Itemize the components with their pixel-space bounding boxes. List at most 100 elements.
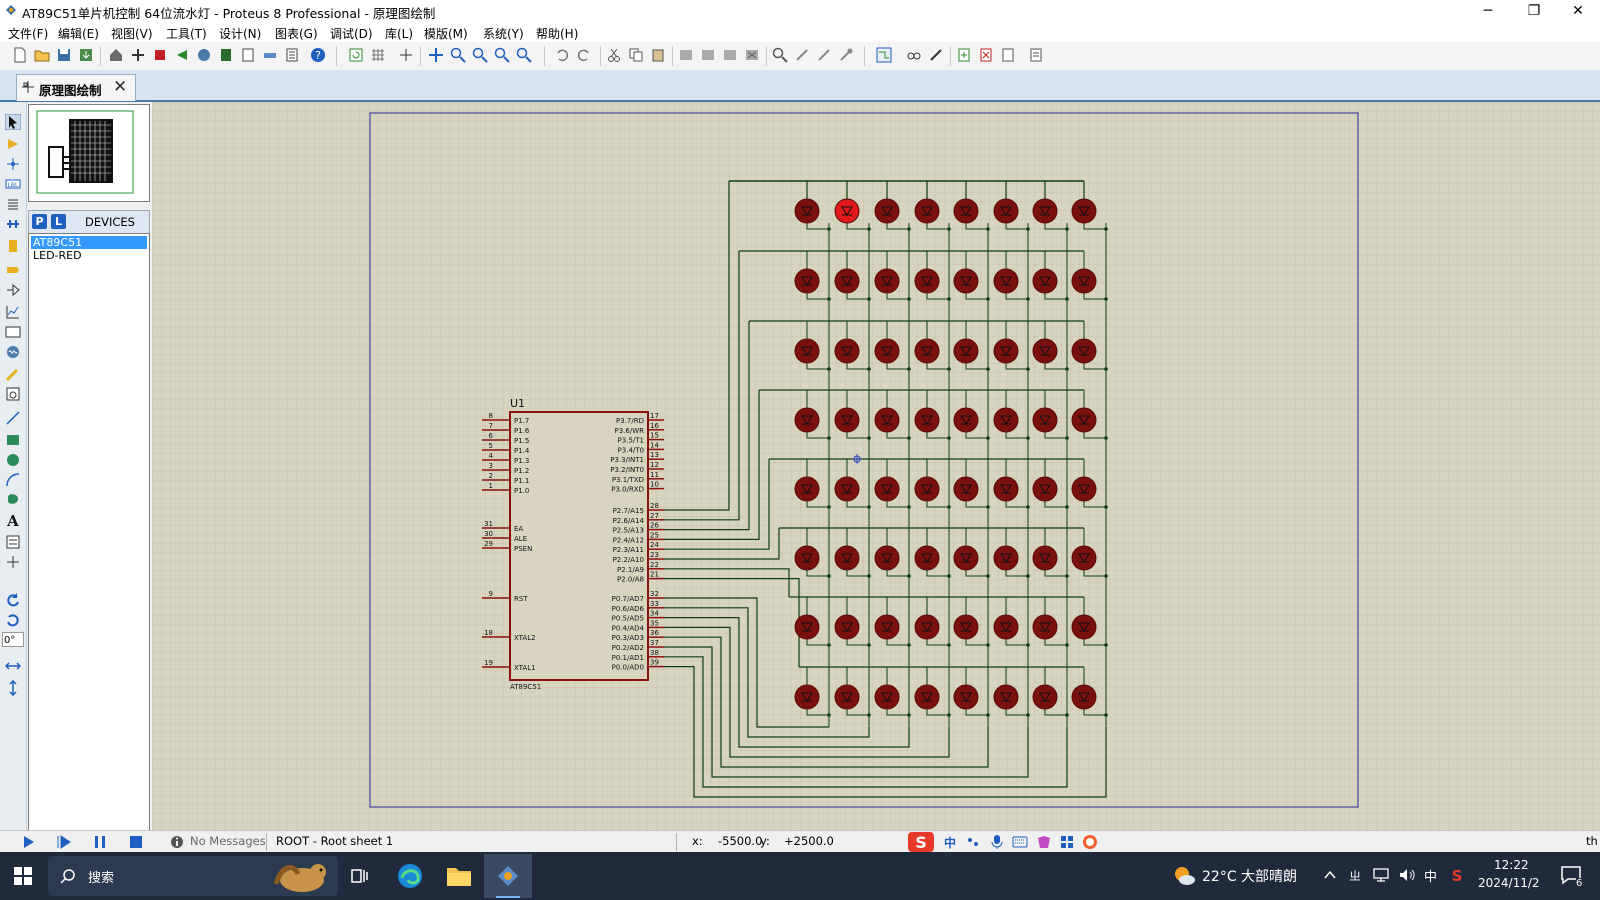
led-red[interactable] [914, 198, 940, 224]
rotation-angle-field[interactable]: 0° [2, 632, 24, 647]
redo-icon[interactable] [576, 47, 592, 63]
led-red[interactable] [953, 338, 979, 364]
led-body[interactable] [794, 545, 820, 571]
led-red[interactable] [794, 198, 820, 224]
led-red[interactable] [1071, 614, 1097, 640]
led-red[interactable] [874, 684, 900, 710]
led-body[interactable] [1032, 476, 1058, 502]
led-red[interactable] [993, 198, 1019, 224]
led-red[interactable] [953, 198, 979, 224]
led-red[interactable] [874, 198, 900, 224]
led-body[interactable] [993, 476, 1019, 502]
tab-close-icon[interactable]: ✕ [113, 77, 128, 97]
led-red[interactable] [874, 407, 900, 433]
led-red[interactable] [953, 407, 979, 433]
led-body[interactable] [1032, 545, 1058, 571]
led-body[interactable] [1071, 684, 1097, 710]
led-body[interactable] [794, 684, 820, 710]
clock-time[interactable]: 12:22 [1494, 858, 1529, 872]
led-body[interactable] [834, 476, 860, 502]
taskbar-proteus-button[interactable] [484, 854, 532, 898]
led-red[interactable] [874, 338, 900, 364]
led-body[interactable] [874, 198, 900, 224]
led-red[interactable] [794, 476, 820, 502]
led-body[interactable] [953, 338, 979, 364]
ime-punctuation-icon[interactable] [966, 835, 980, 849]
packaging-tool-icon[interactable] [816, 47, 832, 63]
led-red[interactable] [1032, 545, 1058, 571]
maximize-button[interactable]: ❐ [1527, 3, 1541, 19]
led-body[interactable] [953, 684, 979, 710]
led-body[interactable] [993, 338, 1019, 364]
led-red[interactable] [914, 476, 940, 502]
decompose-icon[interactable] [838, 47, 854, 63]
paste-icon[interactable] [650, 47, 666, 63]
led-body[interactable] [993, 545, 1019, 571]
led-red[interactable] [834, 268, 860, 294]
led-body[interactable] [834, 614, 860, 640]
cut-icon[interactable] [606, 47, 622, 63]
led-red[interactable] [794, 545, 820, 571]
new-sheet-icon[interactable] [956, 47, 972, 63]
exit-parent-icon[interactable] [1000, 47, 1016, 63]
rotate-anticlockwise-icon[interactable] [5, 612, 21, 628]
led-red[interactable] [1071, 545, 1097, 571]
led-body[interactable] [953, 407, 979, 433]
marker-2d-icon[interactable] [5, 554, 21, 570]
led-body[interactable] [1071, 476, 1097, 502]
sogou-ime-logo-icon[interactable]: S [906, 831, 936, 853]
led-red[interactable] [794, 684, 820, 710]
path-2d-icon[interactable] [5, 492, 21, 508]
refresh-icon[interactable] [348, 47, 364, 63]
junction-dot-icon[interactable] [5, 156, 21, 172]
text-2d-icon[interactable]: A [5, 512, 21, 528]
led-red[interactable] [794, 268, 820, 294]
tab-schematic-capture[interactable]: 原理图绘制 ✕ [16, 74, 136, 101]
menu-view[interactable]: 视图(V) [111, 27, 153, 41]
led-body[interactable] [794, 407, 820, 433]
block-copy-icon[interactable] [678, 47, 694, 63]
led-body[interactable] [1032, 198, 1058, 224]
visual-designer-icon[interactable] [262, 47, 278, 63]
led-body[interactable] [1032, 614, 1058, 640]
gerber-icon[interactable] [174, 47, 190, 63]
led-red[interactable] [1032, 338, 1058, 364]
windows-start-icon[interactable] [14, 867, 32, 885]
file-explorer-icon[interactable] [446, 864, 472, 888]
mirror-horizontal-icon[interactable] [5, 658, 21, 674]
led-body[interactable] [993, 614, 1019, 640]
edge-browser-icon[interactable] [396, 862, 424, 890]
led-body[interactable] [914, 476, 940, 502]
search-tag-icon[interactable] [906, 47, 922, 63]
mirror-vertical-icon[interactable] [5, 680, 21, 696]
arc-2d-icon[interactable] [5, 472, 21, 488]
led-red[interactable] [1032, 614, 1058, 640]
notes-icon[interactable] [284, 47, 300, 63]
make-device-icon[interactable] [794, 47, 810, 63]
pause-icon[interactable] [92, 834, 108, 850]
zoom-out-icon[interactable] [472, 47, 488, 63]
led-red[interactable] [914, 684, 940, 710]
led-body[interactable] [953, 268, 979, 294]
skin-icon[interactable] [1036, 834, 1052, 850]
volume-icon[interactable] [1398, 867, 1416, 883]
led-red[interactable] [794, 338, 820, 364]
ime-mascot-icon[interactable] [1082, 834, 1098, 850]
box-2d-icon[interactable] [5, 432, 21, 448]
led-body[interactable] [953, 198, 979, 224]
led-body[interactable] [953, 476, 979, 502]
tray-ime-mode[interactable]: 中 [1424, 870, 1438, 885]
at89c51-chip[interactable]: U1 AT89C51 [509, 397, 649, 691]
step-icon[interactable] [56, 834, 72, 850]
weather-sun-cloud-icon[interactable] [1172, 864, 1196, 888]
help-icon[interactable]: ? [310, 47, 326, 63]
close-button[interactable]: ✕ [1572, 3, 1584, 19]
symbol-2d-icon[interactable] [5, 534, 21, 550]
menu-graph[interactable]: 图表(G) [275, 27, 318, 41]
led-body[interactable] [953, 614, 979, 640]
led-red[interactable] [914, 268, 940, 294]
device-pins-icon[interactable] [5, 282, 21, 298]
led-red[interactable] [953, 476, 979, 502]
led-body[interactable] [874, 545, 900, 571]
